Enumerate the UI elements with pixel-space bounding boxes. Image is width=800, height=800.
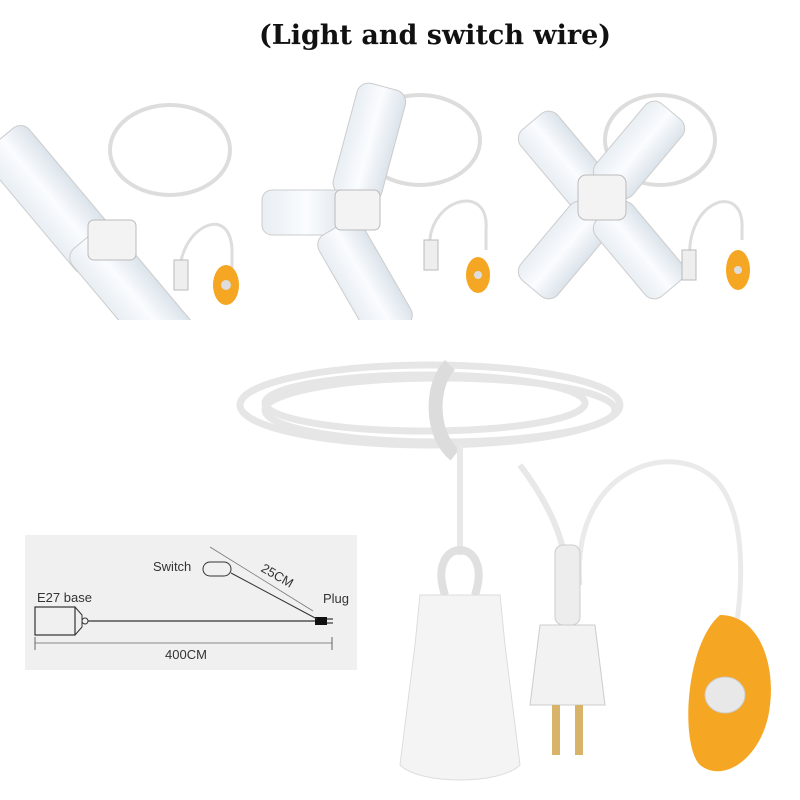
plug-label: Plug <box>323 591 350 606</box>
socket-cable-product-image <box>236 360 771 781</box>
lamp-variants-images <box>0 82 750 320</box>
dimension-diagram: Switch 25CM E27 base Plug 400CM <box>25 535 357 670</box>
inline-switch <box>688 615 771 772</box>
four-blade-lamp-image <box>517 93 750 300</box>
coiled-cable <box>236 360 624 461</box>
switch-label: Switch <box>153 559 192 574</box>
total-length-label: 400CM <box>165 647 207 662</box>
three-blade-lamp-image <box>261 82 490 320</box>
e27-base-label: E27 base <box>37 590 92 605</box>
page-title: (Light and switch wire) <box>258 20 612 51</box>
plug <box>529 544 606 755</box>
e27-socket <box>399 546 521 781</box>
two-blade-lamp-image <box>0 103 239 320</box>
